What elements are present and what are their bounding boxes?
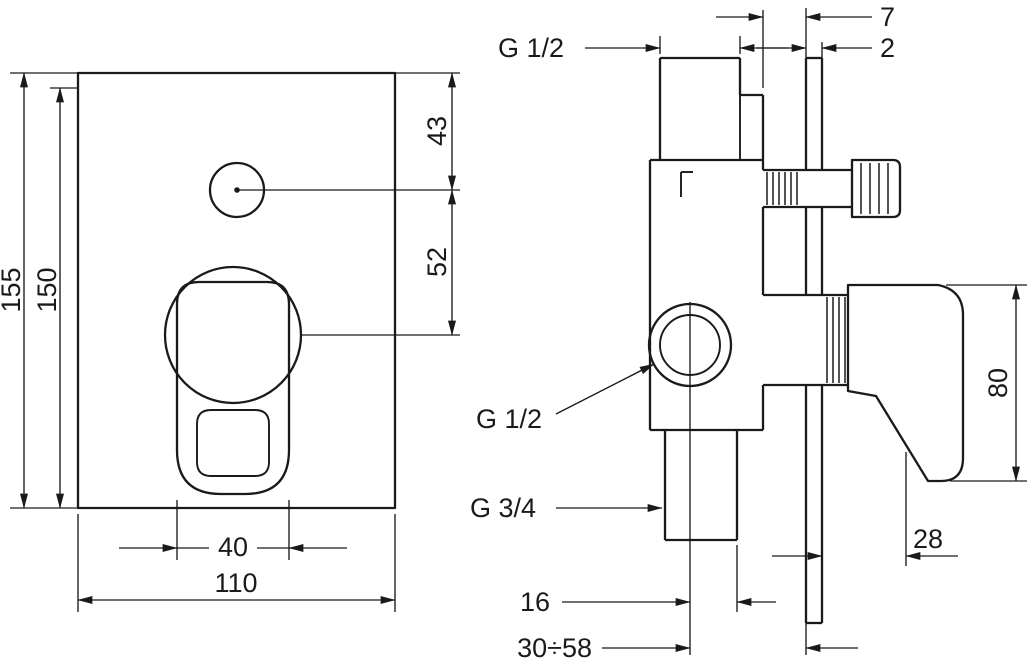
- dim-installation-depth-range: 30÷58: [517, 633, 858, 663]
- dim-overall-height: 155: [0, 72, 78, 509]
- side-port-thread-label: G 1/2: [476, 404, 542, 434]
- valve-body: [648, 56, 765, 542]
- bottom-outlet-thread-label: G 3/4: [470, 493, 536, 523]
- dim-top-inlet-thread: G 1/2: [498, 33, 788, 63]
- dim-port-offset: 16: [520, 545, 776, 617]
- overall-height-label: 155: [0, 267, 26, 312]
- diverter-knob: [850, 158, 902, 219]
- handle-side: [763, 283, 965, 483]
- dim-diverter-to-handle: 52: [302, 189, 460, 336]
- handle-length-label: 80: [983, 368, 1013, 398]
- wall-plate: [804, 8, 824, 655]
- side-view: G 1/2 7 2 G 1/2 G 3/4 16: [470, 2, 1027, 663]
- dim-top-to-diverter: 43: [395, 72, 460, 191]
- dim-plate-height: 150: [32, 87, 78, 509]
- handle-lever-side: [846, 283, 965, 483]
- front-view: 155 150 43 52 40: [0, 71, 460, 612]
- handle-lever: [175, 280, 291, 496]
- dim-handle-width: 40: [119, 500, 347, 562]
- dim-plate-thickness: 2: [757, 33, 895, 63]
- top-to-diverter-label: 43: [422, 116, 452, 146]
- installation-depth-range-label: 30÷58: [517, 633, 592, 663]
- side-port: [647, 302, 733, 655]
- faceplate-outline: [76, 71, 397, 510]
- port-offset-label: 16: [520, 587, 550, 617]
- dim-handle-clearance: 28: [772, 452, 958, 566]
- diverter-stem: [763, 158, 902, 219]
- leader-bottom-outlet-thread: G 3/4: [470, 493, 663, 523]
- plate-height-label: 150: [32, 267, 62, 312]
- handle-escutcheon: [163, 265, 303, 405]
- trim-protrusion-label: 7: [880, 2, 895, 32]
- handle-recess: [196, 409, 270, 477]
- plate-thickness-label: 2: [880, 33, 895, 63]
- top-inlet-thread-label: G 1/2: [498, 33, 564, 63]
- diverter-to-handle-label: 52: [422, 247, 452, 277]
- dim-trim-protrusion: 7: [716, 2, 895, 88]
- leader-side-port-thread: G 1/2: [476, 363, 655, 434]
- dim-plate-width: 110: [77, 514, 396, 612]
- handle-width-label: 40: [218, 532, 248, 562]
- handle-clearance-label: 28: [913, 524, 943, 554]
- dim-handle-length: 80: [946, 284, 1027, 482]
- plate-width-label: 110: [214, 568, 257, 598]
